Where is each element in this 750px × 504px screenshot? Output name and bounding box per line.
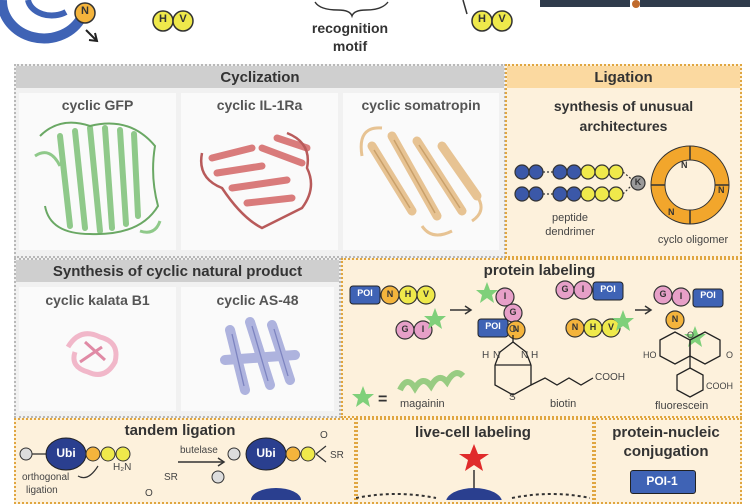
top-v-left: V bbox=[179, 13, 187, 25]
biotin-cooh: COOH bbox=[595, 372, 625, 383]
fluorescein-ho: HO bbox=[643, 350, 657, 360]
top-strip-graphics bbox=[0, 0, 750, 44]
lab-i-3: I bbox=[581, 284, 585, 294]
lab-g-3: G bbox=[561, 284, 569, 294]
dark-bar-1 bbox=[540, 0, 630, 7]
ring-n-1: N bbox=[681, 160, 688, 170]
o-label-2: O bbox=[145, 488, 153, 499]
as48-label: cyclic AS-48 bbox=[216, 292, 299, 308]
lab-i-2: I bbox=[503, 291, 507, 301]
biotin-n-left: N bbox=[493, 350, 501, 361]
kalata-label: cyclic kalata B1 bbox=[45, 292, 150, 308]
orthogonal-label-1: orthogonal bbox=[22, 472, 70, 483]
lab-poi-1: POI bbox=[357, 288, 373, 298]
poi1-box bbox=[630, 470, 696, 494]
h2n-label: H₂N bbox=[113, 462, 132, 473]
tandem-graphic bbox=[19, 437, 327, 500]
lab-i-1: I bbox=[421, 324, 425, 334]
lab-i-4: I bbox=[679, 291, 683, 301]
sr-label-2: SR bbox=[330, 450, 344, 461]
lab-poi-2: POI bbox=[485, 321, 501, 331]
lab-v-1: V bbox=[422, 289, 429, 299]
natural-product-header: Synthesis of cyclic natural product bbox=[16, 260, 339, 282]
labeling-scheme bbox=[349, 280, 724, 407]
il1ra-label: cyclic IL-1Ra bbox=[216, 97, 303, 113]
recognition-label: recognition bbox=[311, 20, 389, 36]
as48-structure bbox=[220, 317, 300, 395]
il1ra-box bbox=[181, 93, 338, 250]
biotin-h-left: H bbox=[482, 350, 490, 361]
ring-n-2: N bbox=[668, 207, 675, 217]
cyclo-oligomer-label: cyclo oligomer bbox=[657, 234, 729, 246]
o-label-1: O bbox=[320, 430, 328, 441]
somatropin-label: cyclic somatropin bbox=[361, 97, 481, 113]
branch-k-letter: K bbox=[634, 177, 642, 187]
somatropin-structure bbox=[359, 126, 483, 237]
protein-labeling-title: protein labeling bbox=[483, 262, 596, 279]
top-h-right: H bbox=[478, 13, 486, 25]
biotin-o: O bbox=[509, 324, 517, 335]
biotin-h-right: H bbox=[531, 350, 539, 361]
dendrimer-label-2: dendrimer bbox=[545, 226, 595, 238]
lab-n-1: N bbox=[386, 289, 394, 299]
sr-label-1: SR bbox=[164, 472, 178, 483]
motif-label: motif bbox=[332, 38, 368, 54]
nucleic-title-2: conjugation bbox=[623, 443, 709, 460]
ring-n-3: N bbox=[718, 185, 725, 195]
top-v-right: V bbox=[498, 13, 506, 25]
lab-poi-3: POI bbox=[600, 284, 616, 294]
butelase-label: butelase bbox=[180, 445, 218, 456]
biotin-label: biotin bbox=[550, 398, 577, 410]
tandem-title: tandem ligation bbox=[124, 422, 236, 439]
poi1-label: POI-1 bbox=[646, 474, 678, 488]
top-h-left: H bbox=[159, 13, 167, 25]
lab-v-2: V bbox=[607, 322, 614, 332]
v-circle-left bbox=[172, 10, 194, 32]
lab-n-3: N bbox=[571, 322, 579, 332]
lab-h-1: H bbox=[404, 289, 412, 299]
biotin-s: S bbox=[509, 392, 516, 403]
fluorescein-o-ring: O bbox=[687, 330, 695, 340]
gfp-label: cyclic GFP bbox=[61, 97, 134, 113]
il1ra-structure bbox=[199, 131, 313, 230]
biotin-n-right: N bbox=[521, 350, 529, 361]
lab-n-4: N bbox=[671, 314, 679, 324]
lab-n-2: N bbox=[512, 324, 520, 334]
top-n-letter: N bbox=[81, 5, 89, 17]
blue-arc bbox=[0, 0, 85, 44]
ligation-subtitle-2: architectures bbox=[579, 118, 668, 134]
lab-h-2: H bbox=[589, 322, 597, 332]
somatropin-box bbox=[343, 93, 499, 250]
cyclo-oligomer-graphic bbox=[650, 145, 730, 225]
kalata-structure bbox=[65, 331, 119, 377]
lab-g-4: G bbox=[659, 289, 667, 299]
motif-brace bbox=[314, 1, 389, 19]
lab-g-2: G bbox=[509, 307, 517, 317]
fluorescein-o-right: O bbox=[726, 350, 734, 360]
small-arrow bbox=[85, 29, 97, 41]
ubi-1: Ubi bbox=[56, 446, 76, 460]
ubi-2: Ubi bbox=[256, 446, 276, 460]
lab-g-1: G bbox=[401, 324, 409, 334]
fluorescein-label: fluorescein bbox=[655, 400, 709, 412]
cyclization-header: Cyclization bbox=[16, 66, 504, 88]
fluorescein-cooh: COOH bbox=[706, 381, 733, 391]
magainin-label: magainin bbox=[400, 398, 445, 410]
nucleic-title-1: protein-nucleic bbox=[612, 424, 720, 441]
dendrimer-graphic bbox=[514, 164, 646, 202]
lab-poi-4: POI bbox=[700, 290, 716, 300]
gfp-structure bbox=[34, 121, 162, 236]
ligation-header: Ligation bbox=[507, 66, 740, 88]
dendrimer-label-1: peptide bbox=[551, 212, 589, 224]
ligation-subtitle-1: synthesis of unusual bbox=[553, 98, 694, 114]
equals-sign: = bbox=[378, 391, 388, 408]
live-cell-graphic bbox=[356, 444, 590, 500]
orange-n-circle bbox=[74, 2, 96, 24]
dark-bar-2 bbox=[640, 0, 750, 7]
live-cell-title: live-cell labeling bbox=[415, 424, 531, 441]
blue-arc-inner bbox=[25, 0, 68, 19]
v-circle-right bbox=[491, 10, 513, 32]
orthogonal-label-2: ligation bbox=[26, 485, 58, 496]
